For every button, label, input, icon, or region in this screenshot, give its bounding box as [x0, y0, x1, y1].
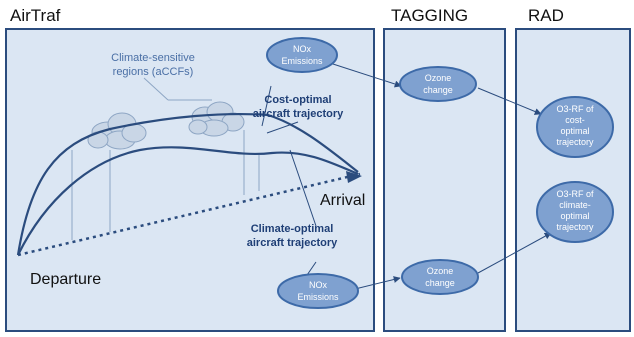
nox-emissions-bottom-node: NOx Emissions — [277, 273, 359, 309]
rf-climate-optimal-node: O3-RF of climate- optimal trajectory — [536, 181, 614, 243]
nox-top-pointer — [261, 85, 272, 127]
climate-sensitive-label-1: Climate-sensitive — [111, 52, 195, 64]
rad-panel — [515, 28, 631, 332]
ozone-top-line2: change — [423, 85, 453, 95]
nox-top-line1: NOx — [293, 44, 312, 54]
rf-cost-line1: O3-RF of — [556, 104, 594, 114]
rf-climate-line4: trajectory — [556, 222, 594, 232]
rf-cost-line2: cost- — [565, 115, 585, 125]
cost-optimal-trajectory — [16, 112, 359, 256]
arrow-ozone-to-rf-cost — [477, 87, 542, 115]
ozone-bottom-line1: Ozone — [427, 266, 454, 276]
rf-climate-line1: O3-RF of — [556, 189, 594, 199]
ozone-change-top-node: Ozone change — [399, 66, 477, 102]
nox-bottom-line2: Emissions — [297, 292, 339, 302]
arrow-nox-to-ozone-top — [332, 63, 402, 88]
arrow-nox-to-ozone-bottom — [354, 276, 401, 290]
climate-optimal-label-1: Climate-optimal — [251, 223, 334, 235]
departure-label: Departure — [30, 271, 101, 288]
cost-optimal-label-1: Cost-optimal — [264, 94, 331, 106]
nox-bottom-line1: NOx — [309, 280, 328, 290]
climate-optimal-label-2: aircraft trajectory — [247, 237, 338, 249]
rf-cost-optimal-node: O3-RF of cost- optimal trajectory — [536, 96, 614, 158]
tagging-header: TAGGING — [391, 6, 468, 25]
rf-climate-line2: climate- — [559, 200, 591, 210]
cloud-right — [188, 101, 245, 137]
cost-optimal-label-2: aircraft trajectory — [253, 108, 344, 120]
climate-sensitive-label-2: regions (aCCFs) — [113, 66, 194, 78]
airtraf-header: AirTraf — [10, 6, 61, 25]
ozone-change-bottom-node: Ozone change — [401, 259, 479, 295]
rad-header: RAD — [528, 6, 564, 25]
projection-lines — [71, 130, 260, 240]
direct-route-line — [17, 172, 361, 257]
ozone-top-line1: Ozone — [425, 73, 452, 83]
rf-cost-line4: trajectory — [556, 137, 594, 147]
climate-sensitive-pointer — [143, 77, 212, 101]
climate-label-pointer — [289, 149, 317, 227]
ozone-bottom-line2: change — [425, 278, 455, 288]
arrow-ozone-to-rf-climate — [477, 232, 552, 274]
nox-emissions-top-node: NOx Emissions — [266, 37, 338, 73]
cost-label-pointer — [266, 121, 299, 134]
rf-climate-line3: optimal — [560, 211, 589, 221]
rf-cost-line3: optimal — [560, 126, 589, 136]
nox-top-line2: Emissions — [281, 56, 323, 66]
climate-optimal-trajectory — [17, 146, 359, 256]
arrival-label: Arrival — [320, 192, 365, 209]
arrival-arrowhead — [346, 171, 362, 183]
